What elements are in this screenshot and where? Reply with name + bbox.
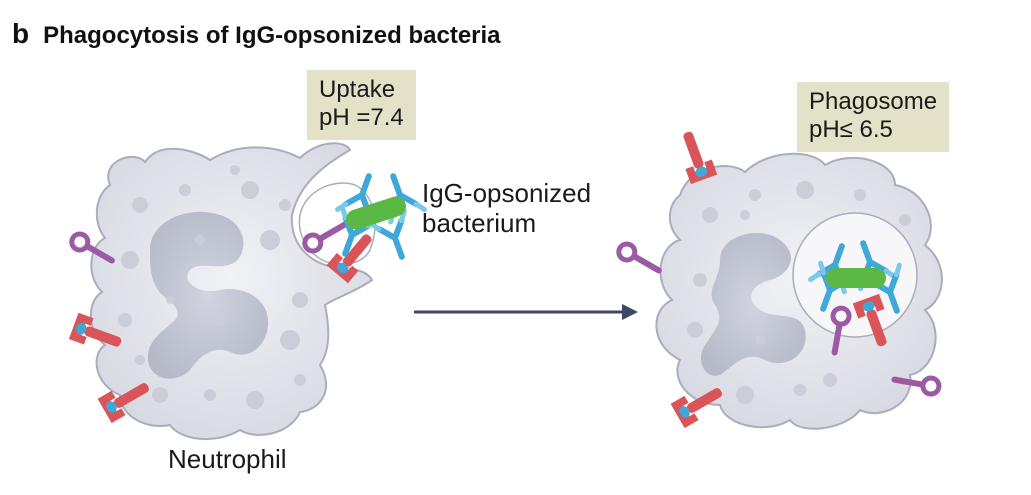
uptake-label: Uptake	[319, 76, 396, 103]
granules-right	[687, 181, 911, 404]
bacterium-right	[826, 268, 886, 288]
phagosome-ph-box: Phagosome pH≤ 6.5	[797, 82, 950, 152]
bacterium-left	[346, 196, 406, 230]
phagosome-label: Phagosome	[809, 88, 938, 115]
panel-letter: b	[12, 18, 30, 49]
uptake-ph-box: Uptake pH =7.4	[307, 70, 416, 140]
granules-left	[118, 165, 308, 409]
phagosome-ph-value: pH≤ 6.5	[809, 116, 893, 143]
nucleus-left	[147, 211, 269, 379]
bacterium-label: IgG-opsonized bacterium	[422, 178, 591, 238]
neutrophil-right	[616, 127, 943, 430]
transition-arrow	[414, 304, 638, 320]
bacterium-label-line2: bacterium	[422, 208, 537, 238]
neutrophil-label: Neutrophil	[168, 444, 287, 474]
nucleus-right	[700, 232, 806, 376]
receptor-purple-right-1	[616, 241, 666, 279]
figure-title: b Phagocytosis of IgG-opsonized bacteria	[12, 18, 501, 50]
neutrophil-left	[69, 142, 425, 441]
title-text: Phagocytosis of IgG-opsonized bacteria	[43, 22, 501, 49]
bacterium-label-line1: IgG-opsonized	[422, 178, 592, 208]
receptor-red-right-1	[673, 127, 718, 185]
uptake-ph-value: pH =7.4	[319, 104, 404, 131]
